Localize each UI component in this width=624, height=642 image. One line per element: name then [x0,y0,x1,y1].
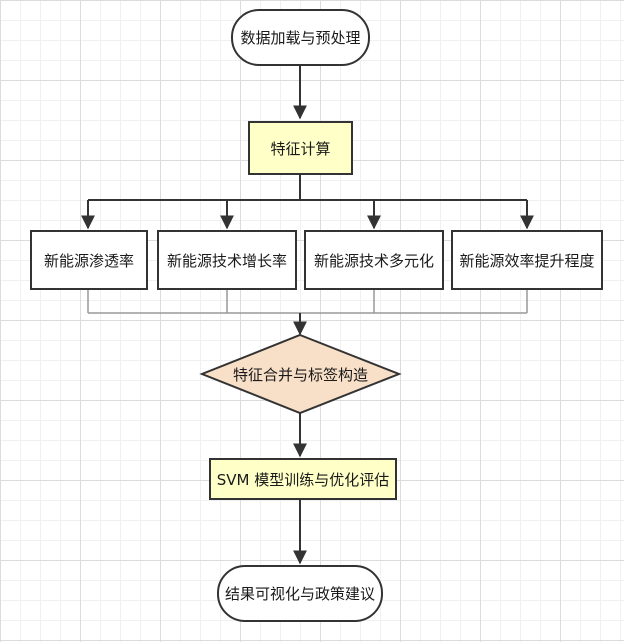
feature-calc-label: 特征计算 [270,139,331,158]
merge-label: 特征合并与标签构造 [232,365,368,384]
feature-node-growth: 新能源技术增长率 [157,230,297,290]
feature-node-label: 新能源渗透率 [43,251,134,270]
start-node-label: 数据加载与预处理 [240,29,361,47]
feature-node-label: 新能源技术多元化 [313,251,434,270]
end-label: 结果可视化与政策建议 [224,585,375,603]
train-label: SVM 模型训练与优化评估 [216,470,390,489]
feature-node-diversity: 新能源技术多元化 [304,230,444,290]
train-node: SVM 模型训练与优化评估 [209,458,397,500]
feature-node-label: 新能源效率提升程度 [459,251,595,270]
start-node: 数据加载与预处理 [231,9,370,66]
end-node: 结果可视化与政策建议 [217,565,383,622]
feature-node-label: 新能源技术增长率 [166,251,287,270]
feature-node-efficiency: 新能源效率提升程度 [451,230,603,290]
feature-node-penetration: 新能源渗透率 [30,230,148,290]
merge-node-label: 特征合并与标签构造 [202,335,399,413]
feature-calc-node: 特征计算 [248,121,353,175]
